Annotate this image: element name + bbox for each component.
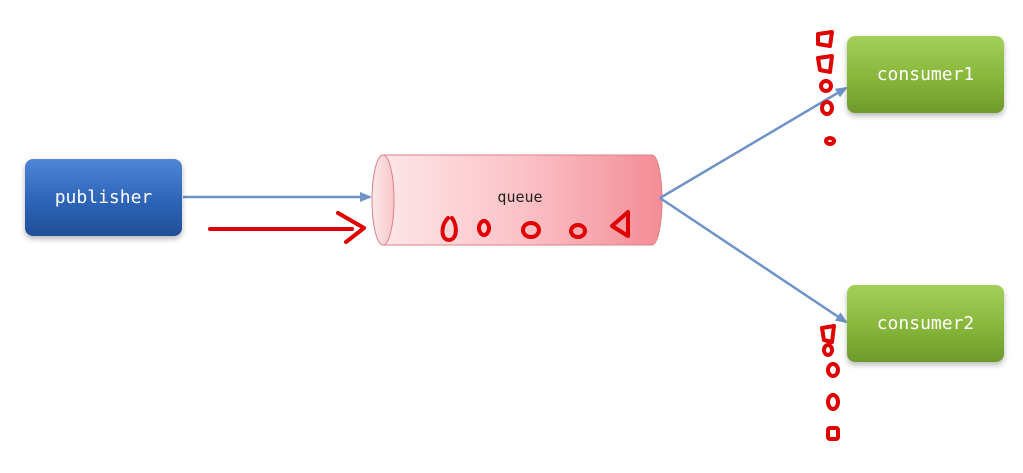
consumer2-message-mark [822,343,834,357]
consumer1-node: consumer1 [847,36,1004,113]
queue-to-consumer2-arrow [659,196,848,324]
consumer1-message-mark [816,54,834,74]
consumer2-message-mark [826,426,840,441]
queue-message-mark [610,210,630,238]
consumer1-message-mark [819,79,833,93]
handwritten-annotations [208,30,840,441]
consumer2-message-mark [826,362,840,378]
queue-label: queue [497,188,543,206]
consumer2-label: consumer2 [876,313,975,334]
consumer1-message-mark [816,30,834,48]
queue-message-mark [569,223,587,239]
consumer1-message-mark [820,100,834,116]
queue-message-mark [440,216,458,242]
red-arrowhead [336,211,366,244]
consumer2-node: consumer2 [847,285,1004,362]
publisher-label: publisher [54,187,153,208]
queue-message-mark [521,221,541,239]
publisher-node: publisher [25,159,182,236]
consumer2-message-mark [826,393,840,411]
queue-to-consumer1-arrow [659,86,848,200]
consumer2-message-mark [820,324,836,344]
consumer1-message-mark [824,136,836,146]
queue-message-mark [477,219,491,237]
consumer1-label: consumer1 [876,64,975,85]
